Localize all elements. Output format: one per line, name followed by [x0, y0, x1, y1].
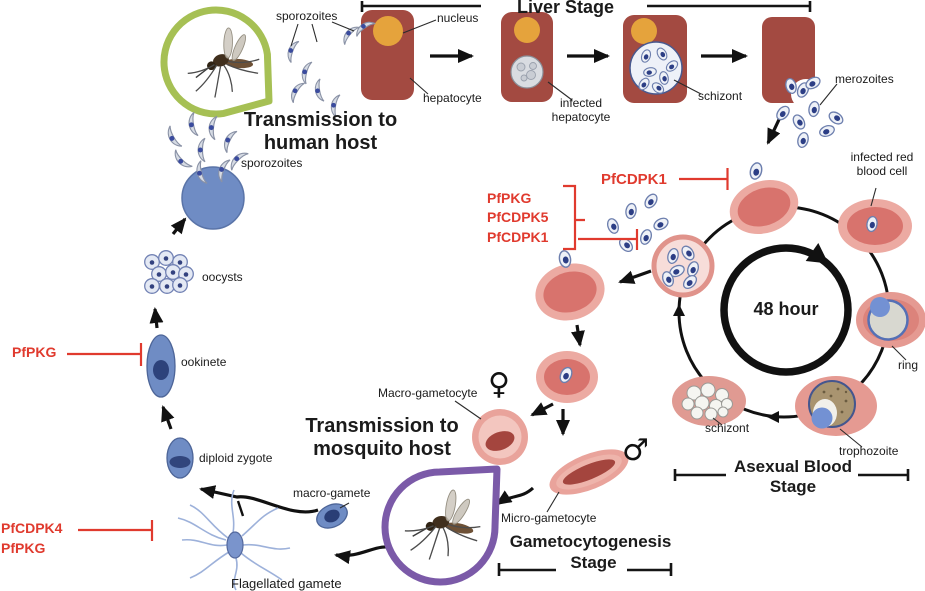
cycle-arrow-48h — [720, 242, 852, 376]
liver-schizont-label: schizont — [698, 89, 743, 103]
ring-stage-cell — [856, 292, 925, 348]
pfcdpk1-egress-label: PfCDPK1 — [487, 229, 549, 245]
transmission-human-title: Transmission to human host — [243, 109, 398, 154]
pfcdpk5-egress-label: PfCDPK5 — [487, 209, 549, 225]
asexual-blood-stage-title: Asexual Blood Stage — [733, 457, 853, 496]
infected-hepatocyte-cell — [501, 12, 553, 102]
flagellated-gamete-cell — [177, 489, 291, 591]
macro-gamete-label: macro-gamete — [293, 486, 371, 500]
inhibition-egress-group — [563, 184, 639, 251]
rupturing-schizont-cell — [605, 191, 715, 298]
liver-stage-title: Liver Stage — [516, 0, 615, 17]
flow-arrows — [149, 49, 785, 565]
blood-schizont-cell — [672, 376, 746, 426]
merozoites-label: merozoites — [835, 72, 894, 86]
pfcdpk1-blood-label: PfCDPK1 — [601, 171, 667, 188]
female-symbol: ♀ — [488, 367, 510, 402]
inhibition-lines — [67, 168, 729, 541]
ruptured-hepatocyte-cell — [762, 17, 846, 150]
blood-schizont-label: schizont — [705, 421, 750, 435]
gametocytogenesis-title: Gametocytogenesis — [509, 532, 672, 551]
ruptured-oocyst — [163, 111, 249, 230]
pfcdpk4-label: PfCDPK4 — [1, 520, 63, 536]
nucleus-label: nucleus — [437, 11, 479, 25]
purple-teardrop — [381, 465, 501, 586]
inhibition-pfcdpk1-blood — [679, 168, 729, 190]
liver-schizont-cell — [623, 15, 687, 103]
oocysts-cluster — [144, 250, 194, 294]
pfpkg-gamete-label: PfPKG — [1, 540, 46, 556]
infected-rbc-right — [838, 199, 912, 253]
ookinete-cell — [146, 334, 176, 398]
sporozoites-upper-label: sporozoites — [276, 9, 338, 23]
ookinete-label: ookinete — [181, 355, 227, 369]
inhibition-pfpkg-ookinete — [67, 343, 143, 366]
rbc-free-1 — [535, 249, 605, 321]
pfpkg-egress-label: PfPKG — [487, 190, 532, 206]
hepatocyte-cell — [361, 10, 414, 100]
green-teardrop — [160, 6, 273, 118]
hepatocyte-label: hepatocyte — [423, 91, 482, 105]
pfpkg-ookinete-label: PfPKG — [12, 344, 57, 360]
inhibition-gametes — [78, 520, 154, 541]
infected-rbc-top — [729, 160, 799, 234]
ring-label: ring — [898, 358, 919, 372]
oocysts-label: oocysts — [202, 270, 243, 284]
micro-gametocyte-cell — [549, 449, 629, 495]
cycle-duration-label: 48 hour — [753, 299, 819, 319]
infected-rbc-label: infected red blood cell — [850, 150, 914, 178]
gametocyte-stage-word: Stage — [570, 553, 617, 572]
diploid-zygote-cell — [166, 437, 194, 479]
macro-gamete-cell — [316, 503, 348, 529]
trophozoite-label: trophozoite — [839, 444, 899, 458]
sporozoite-label-lines — [290, 21, 355, 47]
macro-gametocyte-cell — [472, 409, 528, 465]
label-connector-lines — [339, 19, 907, 513]
flagellated-gamete-label: Flagellated gamete — [231, 576, 342, 591]
macro-gametocyte-label: Macro-gametocyte — [378, 386, 478, 400]
male-symbol: ♂ — [622, 433, 649, 468]
trophozoite-cell — [795, 376, 877, 436]
rbc-free-2 — [536, 351, 598, 403]
infected-hepatocyte-label: infected hepatocyte — [551, 96, 611, 124]
sporozoites-lower-label: sporozoites — [241, 156, 303, 170]
stage-brackets — [360, 1, 910, 576]
diploid-zygote-label: diploid zygote — [199, 451, 273, 465]
micro-gametocyte-label: Micro-gametocyte — [501, 511, 597, 525]
transmission-mosquito-title: Transmission to mosquito host — [305, 415, 459, 460]
